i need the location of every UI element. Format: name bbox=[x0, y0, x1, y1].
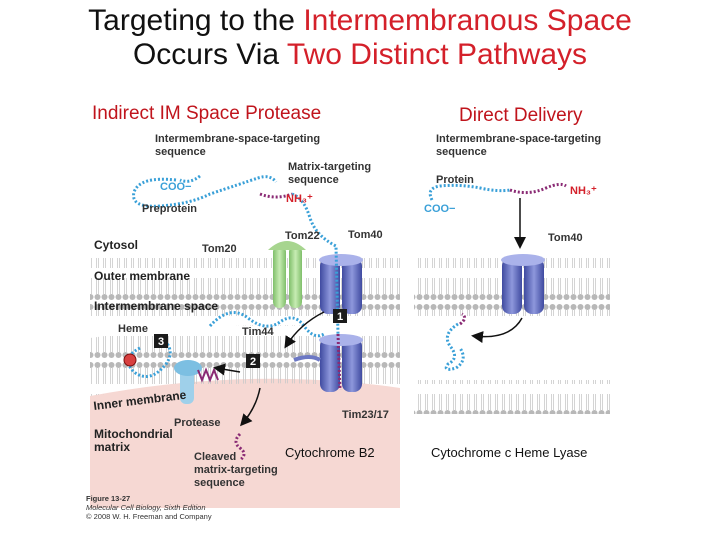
ims-targeting-label-right-1: Intermembrane-space-targeting bbox=[436, 133, 601, 145]
title-line1-a: Targeting to the bbox=[88, 4, 304, 37]
tom40-label-right: Tom40 bbox=[548, 232, 583, 244]
title-line1-b: Intermembranous Space bbox=[303, 4, 632, 37]
header-indirect-pathway: Indirect IM Space Protease bbox=[92, 103, 322, 124]
credit-line-2: Molecular Cell Biology, Sixth Edition bbox=[86, 503, 206, 512]
tom40-label-left: Tom40 bbox=[348, 229, 383, 241]
credit-line-3: © 2008 W. H. Freeman and Company bbox=[86, 512, 212, 521]
heme-group bbox=[123, 353, 137, 367]
cytosol-label: Cytosol bbox=[94, 238, 138, 252]
step-1-label: 1 bbox=[337, 311, 343, 323]
ims-targeting-chain-right bbox=[509, 182, 567, 195]
coo-terminus-right: COO− bbox=[424, 203, 455, 215]
ims-targeting-label-2: sequence bbox=[155, 146, 206, 158]
matrix-region bbox=[90, 378, 400, 508]
matrix-targeting-label-2: sequence bbox=[288, 174, 339, 186]
slide-title: Targeting to the Intermembranous Space O… bbox=[0, 4, 720, 72]
caption-cytochrome-b2: Cytochrome B2 bbox=[285, 445, 375, 460]
title-line2-b: Two Distinct Pathways bbox=[286, 38, 588, 71]
nh3-terminus-right: NH₃⁺ bbox=[570, 185, 597, 197]
header-direct-delivery: Direct Delivery bbox=[459, 105, 583, 126]
step-2-label: 2 bbox=[250, 356, 256, 368]
coo-terminus-left: COO− bbox=[160, 181, 191, 193]
cleaved-label-2: matrix-targeting bbox=[194, 464, 278, 476]
step-2-box: 2 bbox=[246, 354, 260, 368]
tim23-17-pore bbox=[319, 334, 363, 392]
tim23-17-label: Tim23/17 bbox=[342, 409, 389, 421]
delivered-protein bbox=[444, 322, 465, 371]
title-line2-a: Occurs Via bbox=[132, 38, 287, 71]
nh3-terminus-left: NH₃⁺ bbox=[286, 193, 313, 205]
tim44-label: Tim44 bbox=[242, 326, 274, 338]
ims-targeting-label-right-2: sequence bbox=[436, 146, 487, 158]
preprotein-chain bbox=[132, 175, 278, 208]
outer-membrane-label: Outer membrane bbox=[94, 269, 190, 283]
step-3-label: 3 bbox=[158, 336, 164, 348]
step-3-box: 3 bbox=[154, 334, 168, 348]
step-1-box: 1 bbox=[333, 309, 347, 323]
tom20-label: Tom20 bbox=[202, 243, 237, 255]
arrow-into-ims bbox=[471, 317, 523, 343]
tim44-protein bbox=[293, 355, 322, 362]
arrow-step2 bbox=[284, 311, 325, 349]
translocating-chain bbox=[291, 192, 340, 335]
protein-label-right: Protein bbox=[436, 174, 474, 186]
cleaved-label-1: Cleaved bbox=[194, 451, 236, 463]
figure-credit: Figure 13-27 Molecular Cell Biology, Six… bbox=[86, 494, 212, 521]
ims-targeting-label-1: Intermembrane-space-targeting bbox=[155, 133, 320, 145]
matrix-targeting-chain bbox=[259, 192, 293, 199]
tom40-pore-right bbox=[501, 254, 545, 314]
caption-heme-lyase: Cytochrome c Heme Lyase bbox=[431, 445, 588, 460]
preprotein-label: Preprotein bbox=[142, 203, 197, 215]
left-panel: 1 2 3 Intermembrane-space-targeting sequ… bbox=[90, 133, 400, 508]
tom20-tom22-receptor bbox=[268, 241, 306, 308]
im-protease bbox=[174, 360, 219, 404]
cleaved-sequence bbox=[234, 432, 246, 462]
intermembrane-space-label: Intermembrane space bbox=[94, 299, 218, 313]
matrix-targeting-label-1: Matrix-targeting bbox=[288, 161, 371, 173]
tom40-pore-left bbox=[319, 254, 363, 314]
protease-label: Protease bbox=[174, 417, 220, 429]
cleaved-label-3: sequence bbox=[194, 477, 245, 489]
heme-label: Heme bbox=[118, 323, 148, 335]
credit-line-1: Figure 13-27 bbox=[86, 494, 131, 503]
mitochondrial-matrix-label-2: matrix bbox=[94, 440, 130, 454]
tom22-label: Tom22 bbox=[285, 230, 320, 242]
protein-chain-right bbox=[428, 183, 511, 201]
import-pathways-diagram: 1 2 3 Intermembrane-space-targeting sequ… bbox=[90, 133, 610, 508]
arrow-cleavage bbox=[240, 387, 261, 427]
right-panel: Intermembrane-space-targeting sequence P… bbox=[414, 133, 610, 414]
mitochondrial-matrix-label-1: Mitochondrial bbox=[94, 427, 173, 441]
inner-membrane-right bbox=[414, 380, 610, 414]
arrow-step3 bbox=[213, 363, 241, 376]
